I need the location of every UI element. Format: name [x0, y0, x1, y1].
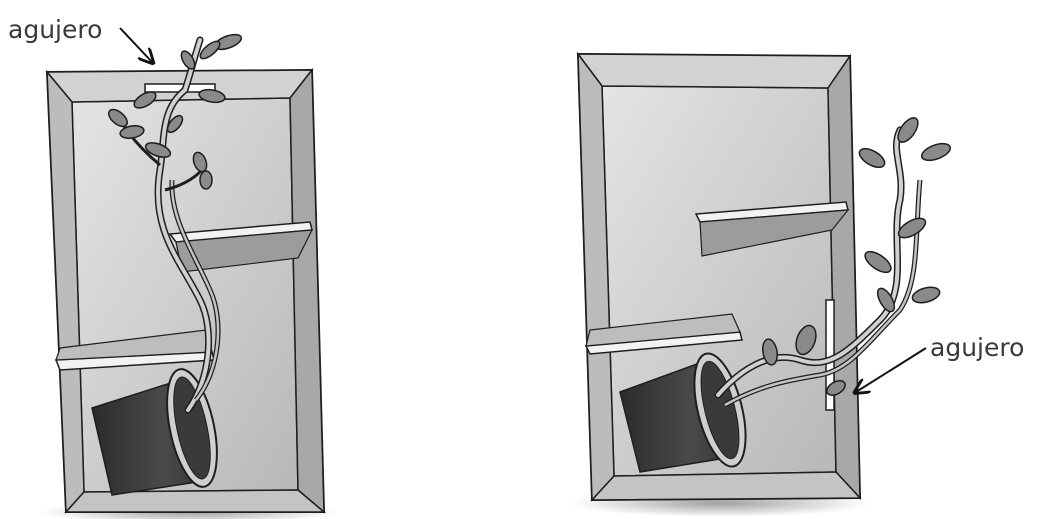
left-box [47, 32, 324, 512]
right-box [578, 54, 952, 500]
left-arrow-icon [120, 28, 152, 62]
left-hole-label: agujero [8, 15, 102, 44]
right-box-scene: agujero [570, 54, 1024, 517]
right-arrow-icon [856, 348, 926, 392]
right-hole-label: agujero [930, 333, 1024, 362]
left-box-scene: agujero [8, 15, 340, 519]
